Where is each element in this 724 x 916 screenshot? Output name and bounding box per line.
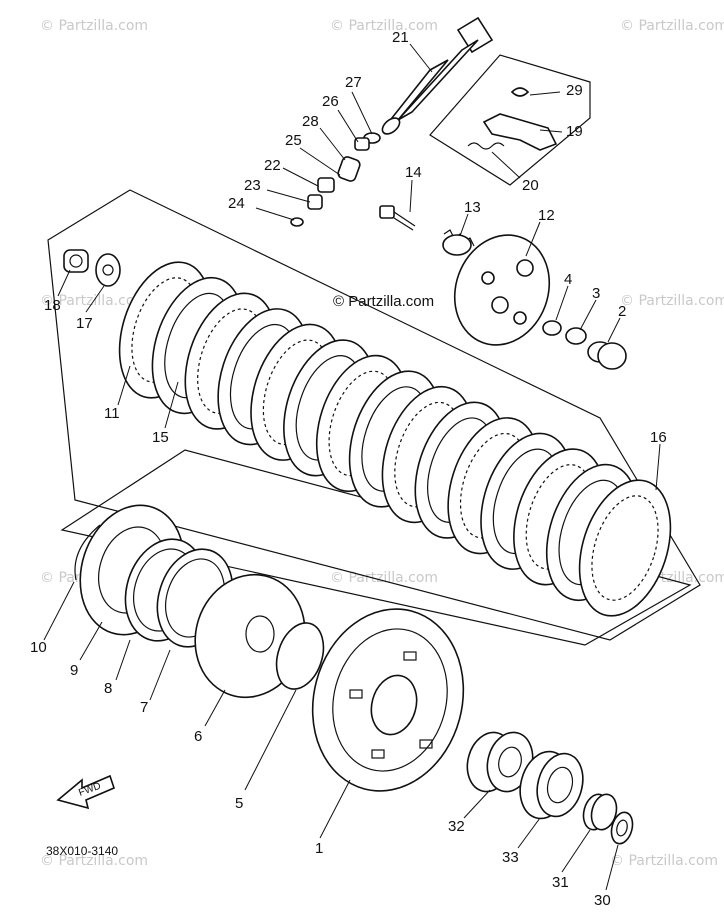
primary-driven-gear <box>311 608 465 792</box>
lower-stack-box <box>60 449 692 646</box>
callout-16: 16 <box>650 429 667 446</box>
clutch-plates <box>118 261 672 617</box>
plate-stack-box <box>47 189 701 641</box>
callout-33: 33 <box>502 849 519 866</box>
lever-box <box>429 54 591 186</box>
callout-1: 1 <box>315 840 323 857</box>
callout-25: 25 <box>285 132 302 149</box>
callout-13: 13 <box>464 199 481 216</box>
fwd-arrow: FWD <box>56 774 115 810</box>
bolt-and-spring <box>379 205 475 256</box>
watermark: © Partzilla.com <box>610 853 718 869</box>
watermark: © Partzilla.com <box>330 18 438 34</box>
circlip-10 <box>74 524 101 581</box>
friction-plate <box>578 479 672 617</box>
watermark: © Partzilla.com <box>620 293 724 309</box>
pressure-plate <box>453 234 551 346</box>
callout-9: 9 <box>70 662 78 679</box>
small-shaft-parts <box>290 132 381 227</box>
washer-5 <box>275 622 325 690</box>
callout-29: 29 <box>566 82 583 99</box>
watermark: © Partzilla.com <box>620 18 724 34</box>
callout-18: 18 <box>44 297 61 314</box>
callout-3: 3 <box>592 285 600 302</box>
push-rod <box>381 16 494 135</box>
callout-32: 32 <box>448 818 465 835</box>
callout-10: 10 <box>30 639 47 656</box>
callouts: 21 27 26 28 25 22 23 24 29 19 20 14 13 1… <box>30 29 667 909</box>
figure-code: 38X010-3140 <box>46 844 118 858</box>
callout-14: 14 <box>405 164 422 181</box>
washer-4 <box>542 320 562 336</box>
watermark: © Partzilla.com <box>40 853 148 869</box>
callout-27: 27 <box>345 74 362 91</box>
callout-21: 21 <box>392 29 409 46</box>
callout-8: 8 <box>104 680 112 697</box>
callout-26: 26 <box>322 93 339 110</box>
watermark: © Partzilla.com <box>40 18 148 34</box>
lower-parts <box>74 504 325 699</box>
callout-11: 11 <box>104 405 120 422</box>
callout-30: 30 <box>594 892 611 909</box>
plate-inner-edge <box>591 495 659 601</box>
watermark-center: © Partzilla.com <box>333 293 434 310</box>
callout-28: 28 <box>302 113 319 130</box>
callout-12: 12 <box>538 207 555 224</box>
callout-23: 23 <box>244 177 261 194</box>
callout-20: 20 <box>522 177 539 194</box>
lock-washer-3 <box>565 327 587 345</box>
watermark: © Partzilla.com <box>330 570 438 586</box>
callout-5: 5 <box>235 795 243 812</box>
leader-lines <box>43 43 661 891</box>
release-lever <box>467 87 558 151</box>
callout-15: 15 <box>152 429 169 446</box>
callout-17: 17 <box>76 315 93 332</box>
callout-22: 22 <box>264 157 281 174</box>
callout-31: 31 <box>552 874 569 891</box>
nut-and-washer <box>63 249 121 287</box>
callout-6: 6 <box>194 728 202 745</box>
callout-19: 19 <box>566 123 583 140</box>
callout-7: 7 <box>140 699 148 716</box>
callout-4: 4 <box>564 271 572 288</box>
cap-2 <box>587 341 627 370</box>
bearings <box>466 731 634 845</box>
callout-2: 2 <box>618 303 626 320</box>
callout-24: 24 <box>228 195 245 212</box>
